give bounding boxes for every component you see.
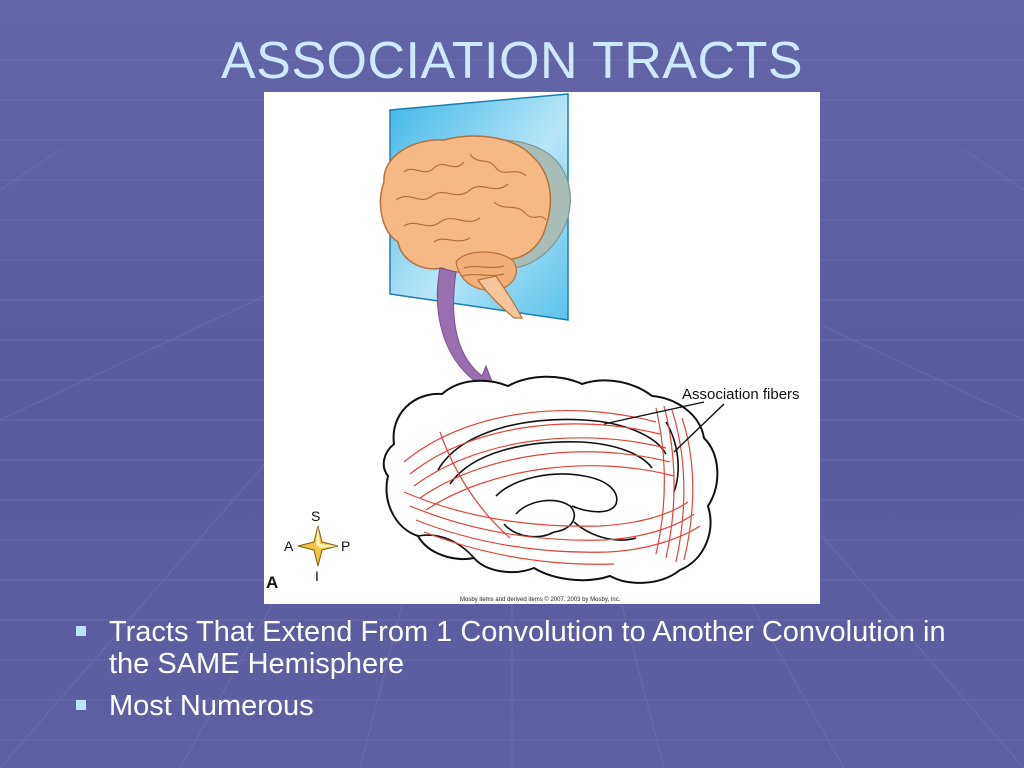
panel-letter: A xyxy=(266,573,279,592)
bullet-text: Tracts That Extend From 1 Convolution to… xyxy=(109,616,946,680)
compass-inferior-label: I xyxy=(315,568,319,584)
slide-title: ASSOCIATION TRACTS xyxy=(220,32,804,90)
brain-whole xyxy=(379,135,552,273)
square-bullet-icon xyxy=(76,626,86,636)
compass-anterior-label: A xyxy=(284,538,294,554)
square-bullet-icon xyxy=(76,700,86,710)
association-fibers xyxy=(403,405,701,565)
brain-illustration xyxy=(297,93,725,584)
brain-figure: Association fibers S A P I A Mosby items… xyxy=(264,92,820,604)
figure-credit: Mosby items and derived items © 2007, 20… xyxy=(460,597,621,603)
bullet-item: Tracts That Extend From 1 Convolution to… xyxy=(72,616,972,680)
bullet-list: Tracts That Extend From 1 Convolution to… xyxy=(72,616,972,732)
cerebellum xyxy=(455,251,517,291)
brainstem xyxy=(477,275,523,319)
compass-superior-label: S xyxy=(311,508,321,524)
bullet-item: Most Numerous xyxy=(72,690,972,722)
association-fibers-label: Association fibers xyxy=(682,386,800,403)
compass-posterior-label: P xyxy=(341,538,351,554)
bullet-text: Most Numerous xyxy=(109,690,314,722)
compass-star-icon xyxy=(297,525,339,567)
